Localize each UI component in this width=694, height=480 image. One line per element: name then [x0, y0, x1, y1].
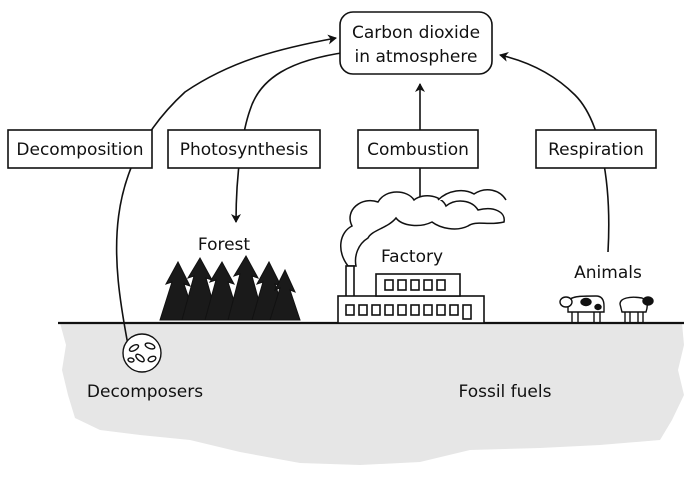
photosynthesis-box: Photosynthesis	[167, 129, 321, 169]
microbe-icon	[122, 333, 162, 373]
atmosphere-label-line1: Carbon dioxide	[352, 23, 480, 43]
forest-icon	[159, 254, 301, 321]
atmosphere-node: Carbon dioxide in atmosphere	[339, 11, 493, 75]
combustion-label: Combustion	[367, 140, 469, 160]
fossil-fuels-label: Fossil fuels	[459, 382, 552, 402]
respiration-arrow	[499, 51, 610, 253]
smoke-cloud-icon	[340, 188, 507, 267]
cow-icon	[559, 295, 605, 322]
combustion-box: Combustion	[357, 129, 479, 169]
atmosphere-label-line2: in atmosphere	[355, 47, 478, 67]
underground-region	[60, 323, 684, 465]
photosynthesis-label: Photosynthesis	[180, 140, 309, 160]
photosynthesis-arrow	[231, 51, 349, 223]
decomposition-box: Decomposition	[7, 129, 153, 169]
forest-label: Forest	[198, 235, 251, 255]
respiration-label: Respiration	[548, 140, 644, 160]
decomposition-label: Decomposition	[16, 140, 143, 160]
respiration-box: Respiration	[535, 129, 657, 169]
sheep-icon	[619, 296, 654, 322]
decomposers-label: Decomposers	[87, 382, 203, 402]
factory-icon	[337, 265, 485, 324]
decomposition-arrow	[115, 34, 337, 346]
factory-label: Factory	[381, 247, 443, 267]
animals-label: Animals	[574, 263, 642, 283]
